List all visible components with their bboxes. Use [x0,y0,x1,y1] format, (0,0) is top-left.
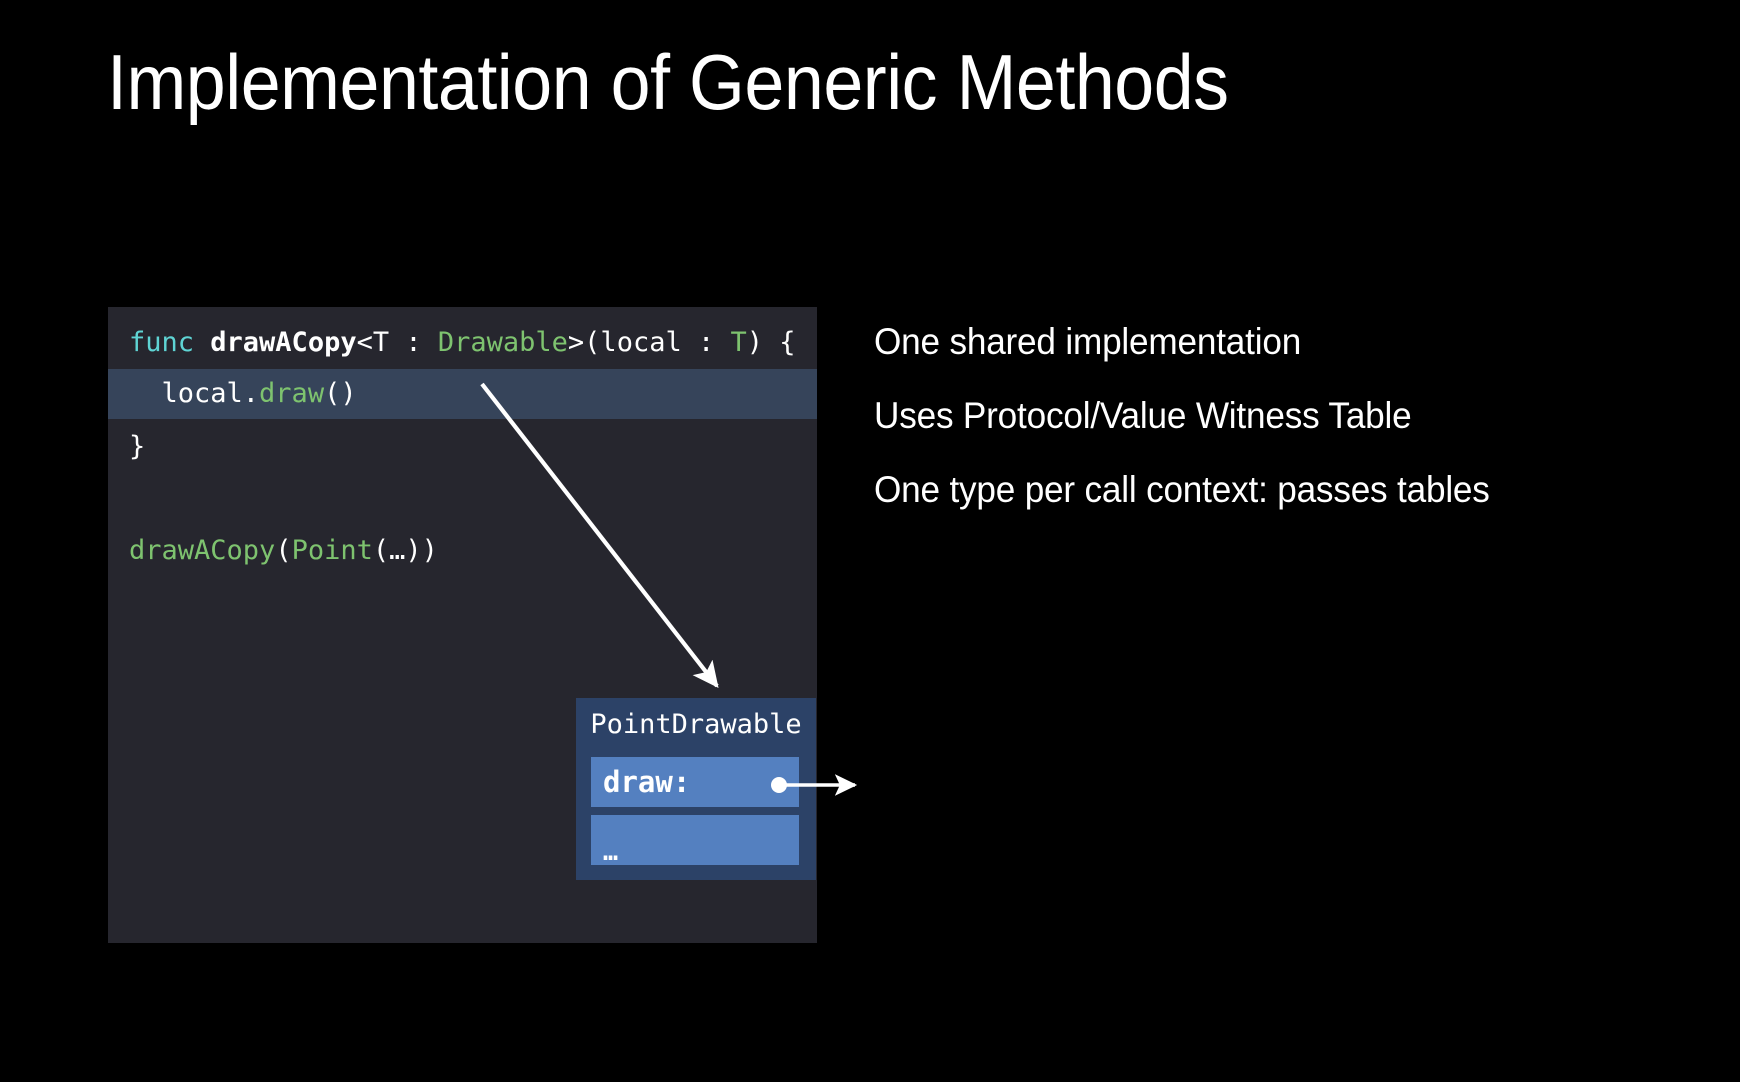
code-token-call-drawacopy: drawACopy [129,535,276,566]
witness-table-row-draw: draw: [591,757,799,807]
code-token-method-draw: draw [259,378,325,409]
code-line-3: } [108,421,817,473]
witness-table-row-ellipsis: … [591,815,799,866]
code-token-paren-close: (…)) [372,535,438,566]
bullet-item-0: One shared implementation [874,321,1302,362]
code-line-1: func drawACopy<T : Drawable>(local : T) … [108,317,817,369]
witness-table-row-draw-label: draw: [603,765,691,799]
code-line-5: drawACopy(Point(…)) [108,525,817,577]
code-token-call-parens: () [324,378,357,409]
code-token-brace-close: } [129,431,146,462]
bullet-item-1: Uses Protocol/Value Witness Table [874,395,1412,436]
code-token-params: >(local : [567,327,731,358]
code-token-brace-open: ) { [746,327,796,358]
code-token-paren-open: ( [275,535,292,566]
bullet-item-2: One type per call context: passes tables [874,469,1490,510]
witness-table: PointDrawable draw: … [576,698,816,880]
code-line-2-highlighted: local.draw() [108,369,817,419]
code-token-type-drawable: Drawable [437,327,568,358]
code-token-keyword-func: func [129,327,211,358]
code-token-local-receiver: local. [129,378,260,409]
bullet-list: One shared implementation Uses Protocol/… [874,305,1654,527]
page-title: Implementation of Generic Methods [107,38,1229,126]
witness-table-row-ellipsis-label: … [603,837,619,866]
witness-table-header: PointDrawable [590,709,802,740]
code-token-type-t: T [730,327,747,358]
code-token-type-point: Point [291,535,373,566]
code-token-function-name: drawACopy [210,327,357,358]
code-token-generic-open: <T : [356,327,438,358]
